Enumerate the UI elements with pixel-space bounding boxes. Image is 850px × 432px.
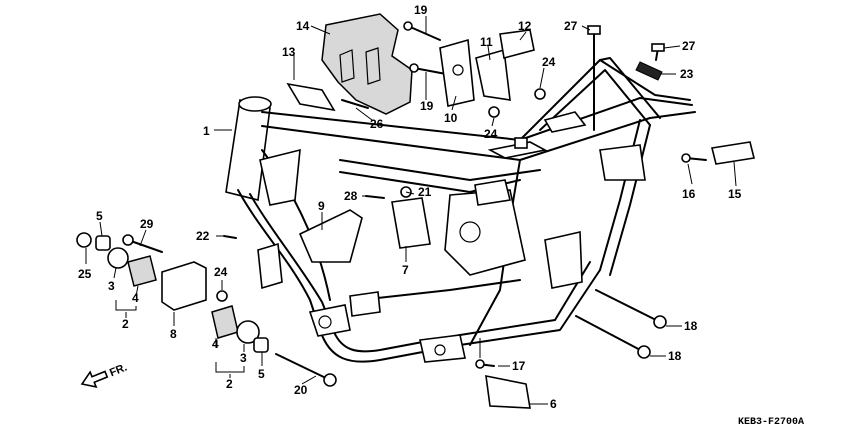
part-8-housing (161, 261, 207, 311)
callout-3-lower: 3 (240, 351, 247, 365)
front-direction-label: FR. (108, 361, 129, 379)
part-20-bolt (275, 353, 331, 381)
part-24-nut-left (216, 290, 228, 302)
part-7-bracket (391, 197, 431, 249)
callout-21: 21 (418, 185, 432, 199)
part-18-bolt-lower (575, 315, 645, 353)
part-24-nut-middle (488, 106, 500, 118)
callout-26: 26 (370, 117, 384, 131)
part-26-bolt (341, 99, 369, 109)
part-11-bracket (475, 48, 511, 101)
callout-8: 8 (170, 327, 177, 341)
callout-18-lower: 18 (668, 349, 682, 363)
callout-24-top: 24 (542, 55, 556, 69)
front-direction-indicator: FR. (80, 361, 129, 389)
part-5-collar-lower (253, 337, 269, 353)
callout-9: 9 (318, 199, 325, 213)
callout-7: 7 (402, 263, 409, 277)
front-arrow-icon (80, 370, 109, 389)
callout-14: 14 (296, 19, 310, 33)
callout-24-middle: 24 (484, 127, 498, 141)
callout-17: 17 (512, 359, 526, 373)
callout-12: 12 (518, 19, 532, 33)
callout-6: 6 (550, 397, 557, 411)
part-5-collar (95, 235, 111, 251)
callout-1: 1 (203, 124, 210, 138)
callout-19-bottom: 19 (420, 99, 434, 113)
callout-23: 23 (680, 67, 694, 81)
part-28-bolt (365, 195, 385, 199)
part-4-rubber (127, 255, 157, 287)
part-19-bolt-lower (413, 67, 447, 75)
part-3-bushing-lower (236, 320, 260, 344)
callout-5-top: 5 (96, 209, 103, 223)
part-23-clamp (635, 61, 663, 81)
part-10-bracket (439, 38, 475, 107)
part-24-nut-top (534, 88, 546, 100)
callout-29: 29 (140, 217, 154, 231)
callout-25: 25 (78, 267, 92, 281)
diagram-code: KEB3-F2700A (738, 417, 804, 428)
callout-2-left: 2 (122, 317, 129, 331)
callout-3-left: 3 (108, 279, 115, 293)
callout-4-left: 4 (132, 291, 139, 305)
callout-22: 22 (196, 229, 210, 243)
callout-5-lower: 5 (258, 367, 265, 381)
callout-24-left: 24 (214, 265, 228, 279)
part-19-bolt-upper (407, 25, 441, 41)
part-29-bolt (127, 239, 163, 253)
part-13-bracket (286, 82, 336, 112)
part-6-bracket (485, 374, 531, 409)
part-14-cover-plate (321, 13, 413, 115)
callout-20: 20 (294, 383, 308, 397)
callout-16: 16 (682, 187, 696, 201)
bushing-group-lower (211, 305, 337, 387)
callout-27-right: 27 (682, 39, 696, 53)
callout-19-top: 19 (414, 3, 428, 17)
callout-15: 15 (728, 187, 742, 201)
part-4-rubber-lower (211, 305, 239, 339)
part-12-bracket (499, 29, 535, 59)
callout-labels: 1 14 13 19 19 10 11 12 24 24 26 27 27 23… (78, 3, 742, 411)
part-22-plate (257, 242, 283, 290)
callout-10: 10 (444, 111, 458, 125)
callout-28: 28 (344, 189, 358, 203)
callout-2-lower: 2 (226, 377, 233, 391)
leader-lines (85, 16, 737, 405)
part-9-bracket (298, 209, 363, 263)
callout-4-lower: 4 (212, 337, 219, 351)
callout-13: 13 (282, 45, 296, 59)
part-22-bolt (223, 235, 237, 239)
callout-18-upper: 18 (684, 319, 698, 333)
callout-11: 11 (480, 35, 493, 49)
part-3-bushing (107, 247, 129, 269)
part-18-bolt-upper (595, 289, 661, 323)
part-25-washer (76, 232, 92, 248)
bushing-group-left (76, 232, 207, 311)
part-15-reflector (711, 141, 755, 165)
callout-27-top: 27 (564, 19, 578, 33)
